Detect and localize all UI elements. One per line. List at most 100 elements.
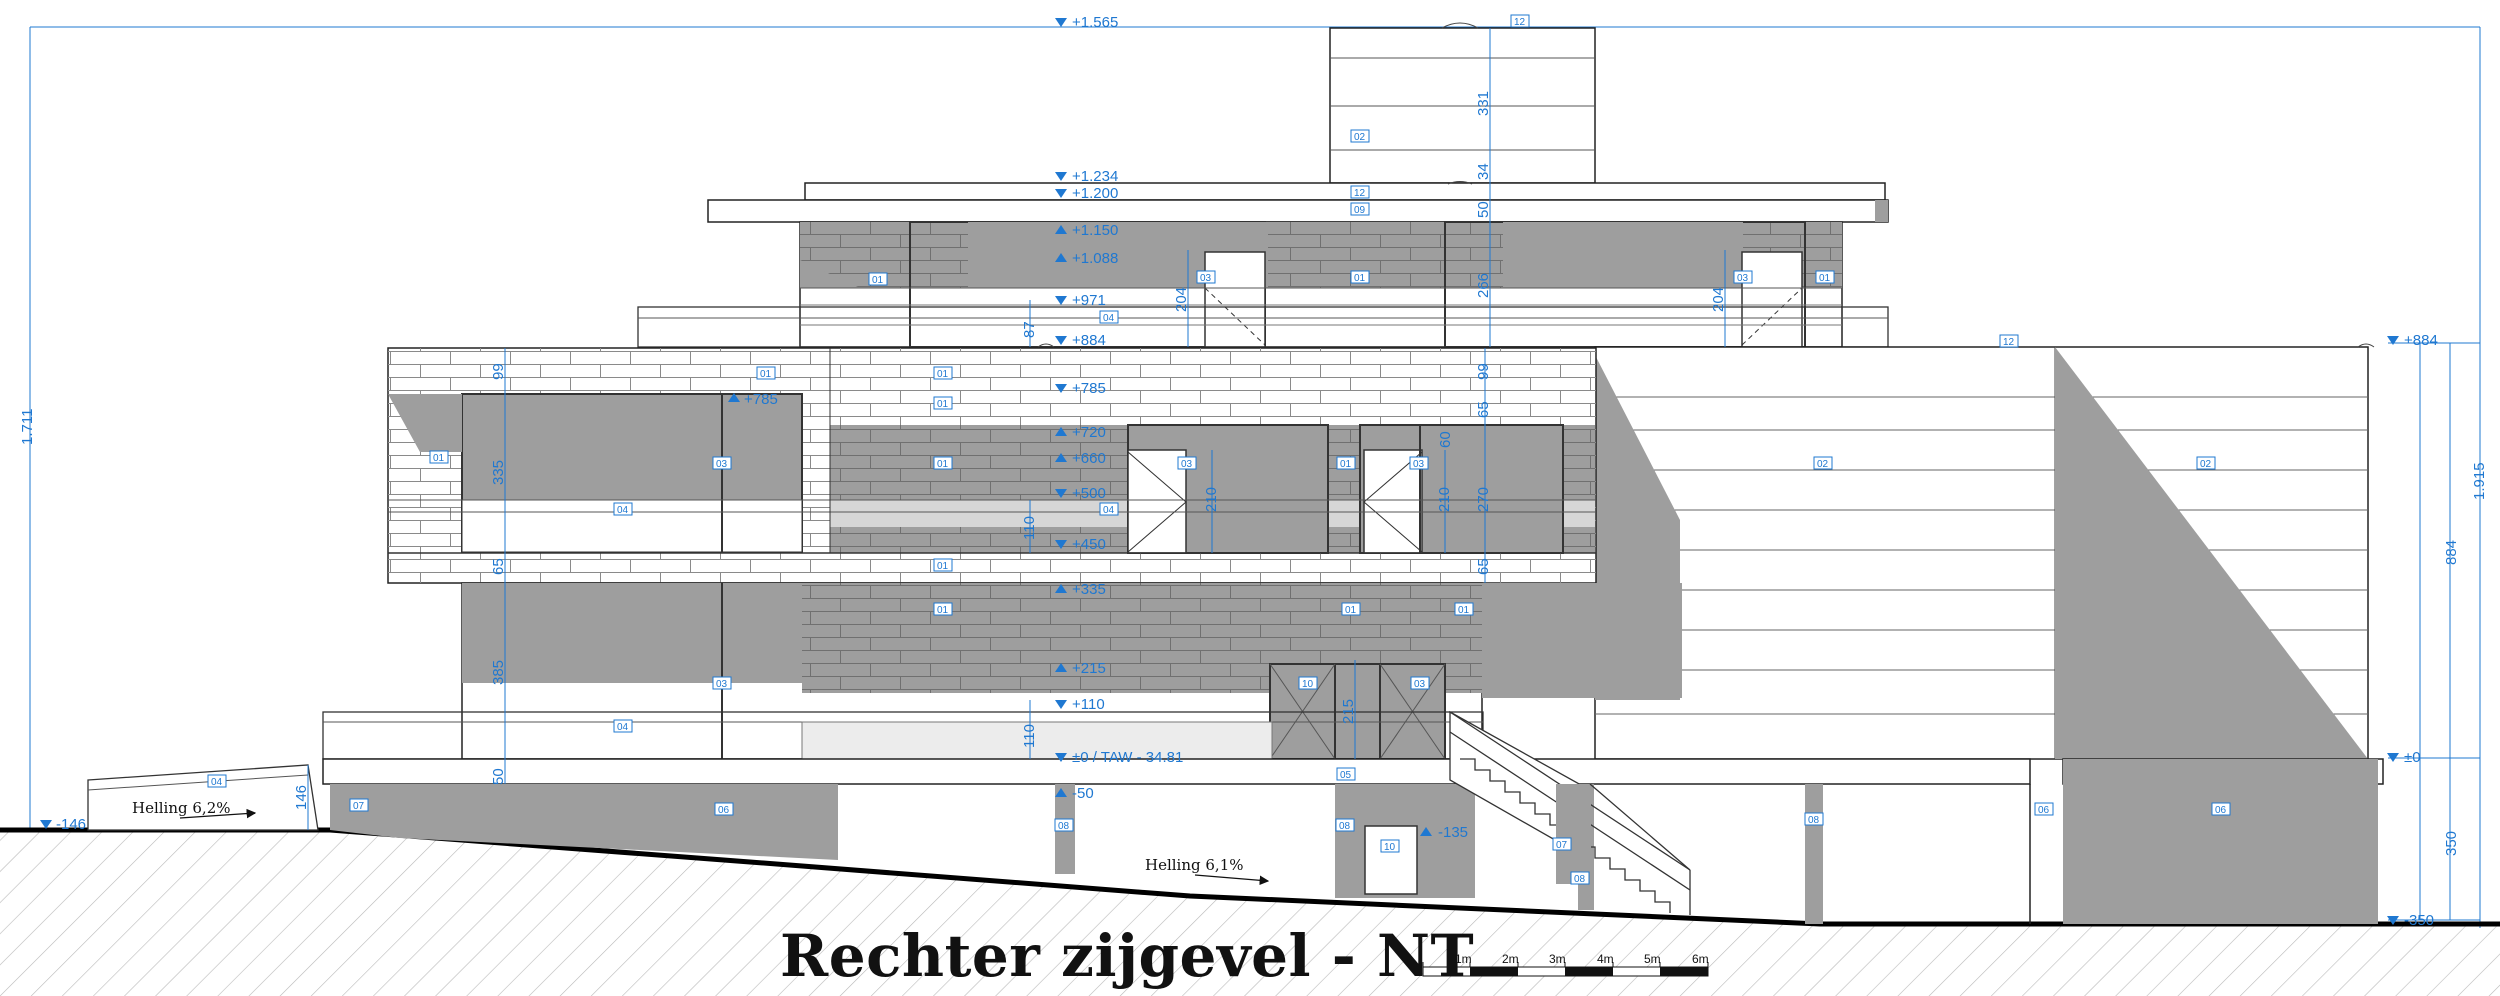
tag-03: 03 (1413, 459, 1425, 470)
ground-floor (322, 582, 1682, 760)
level-660: +660 (1072, 450, 1106, 467)
dim-350: 350 (2443, 831, 2460, 856)
tag-12: 12 (2003, 337, 2015, 348)
tag-07: 07 (1556, 840, 1568, 851)
tag-03: 03 (1200, 273, 1212, 284)
scale-3m: 3m (1549, 952, 1566, 966)
tag-03: 03 (716, 459, 728, 470)
dim-60: 60 (1437, 431, 1454, 448)
slope-right-label: Helling 6,1% (1145, 856, 1244, 874)
dim-331: 331 (1475, 91, 1492, 116)
tag-01: 01 (1345, 605, 1357, 616)
dimension-lines (307, 28, 1726, 830)
tag-02: 02 (2200, 459, 2212, 470)
tag-08: 08 (1574, 874, 1586, 885)
tag-02: 02 (1354, 132, 1366, 143)
level-1200: +1.200 (1072, 185, 1118, 202)
scale-1m: 1m (1455, 952, 1472, 966)
tag-01: 01 (937, 459, 949, 470)
tag-04: 04 (617, 722, 629, 733)
dim-884: 884 (2443, 540, 2460, 565)
tag-10: 10 (1384, 842, 1396, 853)
dim-270: 270 (1475, 487, 1492, 512)
dim-204-b: 204 (1710, 287, 1727, 312)
level-minus-350: -350 (2404, 912, 2434, 929)
scale-6m: 6m (1692, 952, 1709, 966)
ground-section (0, 830, 2500, 996)
tag-08: 08 (1339, 821, 1351, 832)
tag-01: 01 (760, 369, 772, 380)
tag-01: 01 (1458, 605, 1470, 616)
slope-left-label: Helling 6,2% (132, 799, 231, 817)
dim-204-a: 204 (1173, 287, 1190, 312)
tag-04: 04 (1103, 313, 1115, 324)
tag-07: 07 (353, 801, 365, 812)
dim-87: 87 (1021, 321, 1038, 338)
scale-2m: 2m (1502, 952, 1519, 966)
level-785: +785 (1072, 380, 1106, 397)
level-785-left: +785 (744, 391, 778, 408)
level-335: +335 (1072, 581, 1106, 598)
tag-02: 02 (1817, 459, 1829, 470)
level-minus-135: -135 (1438, 824, 1468, 841)
tag-01: 01 (433, 453, 445, 464)
tag-08: 08 (1058, 821, 1070, 832)
dim-215: 215 (1340, 699, 1357, 724)
tag-01: 01 (937, 561, 949, 572)
level-1150: +1.150 (1072, 222, 1118, 239)
drawing-title: Rechter zijgevel - NT (780, 922, 1475, 990)
dim-99-right: 99 (1475, 363, 1492, 380)
dim-146: 146 (293, 785, 310, 810)
tag-05: 05 (1340, 770, 1352, 781)
dim-50-roof: 50 (1475, 201, 1492, 218)
top-floor (799, 221, 1843, 348)
dim-210-b: 210 (1436, 487, 1453, 512)
dim-total-height: 1.711 (19, 409, 36, 445)
level-markers (40, 18, 2399, 925)
level-971: +971 (1072, 292, 1106, 309)
level-1234: +1.234 (1072, 168, 1118, 185)
exterior-stair (1449, 710, 1691, 915)
right-volume (1594, 346, 2369, 760)
tag-01: 01 (937, 605, 949, 616)
level-ground: ±0 / TAW - 34.81 (1072, 749, 1183, 766)
level-top: +1.565 (1072, 14, 1118, 31)
material-tags: 12 02 12 09 01 03 01 03 01 04 12 01 01 0… (207, 14, 2231, 885)
tag-01: 01 (872, 275, 884, 286)
dimension-labels: 1.711 1.915 884 350 146 331 34 50 266 99… (19, 91, 2488, 856)
tag-04: 04 (1103, 505, 1115, 516)
dim-65-right-bottom: 65 (1475, 558, 1492, 575)
tag-03: 03 (1181, 459, 1193, 470)
level-720: +720 (1072, 424, 1106, 441)
dim-266: 266 (1475, 273, 1492, 298)
dim-right-height: 1.915 (2471, 462, 2488, 500)
level-215: +215 (1072, 660, 1106, 677)
tag-03: 03 (1414, 679, 1426, 690)
tag-12: 12 (1514, 17, 1526, 28)
level-ground-right: ±0 (2404, 749, 2421, 766)
tag-08: 08 (1808, 815, 1820, 826)
tag-01: 01 (1340, 459, 1352, 470)
tag-01: 01 (1354, 273, 1366, 284)
plinth (87, 758, 2384, 924)
tag-01: 01 (937, 369, 949, 380)
dim-210-a: 210 (1203, 487, 1220, 512)
slope-annotations: Helling 6,2% Helling 6,1% (132, 799, 1270, 886)
tag-10: 10 (1302, 679, 1314, 690)
tag-06: 06 (718, 805, 730, 816)
dim-65-left: 65 (490, 558, 507, 575)
level-884: +884 (1072, 332, 1106, 349)
level-minus-146: -146 (56, 816, 86, 833)
level-labels: +1.565 +1.234 +1.200 +1.150 +1.088 +971 … (56, 14, 2438, 929)
vent-left (1037, 343, 1055, 348)
level-450: +450 (1072, 536, 1106, 553)
dim-99-left: 99 (490, 363, 507, 380)
scale-bar: 1m 2m 3m 4m 5m 6m (1422, 952, 1709, 977)
dim-110-lower: 110 (1021, 724, 1038, 748)
level-500: +500 (1072, 485, 1106, 502)
vent-right (2357, 343, 2375, 348)
level-884-right: +884 (2404, 332, 2438, 349)
tag-04: 04 (211, 777, 223, 788)
tag-06: 06 (2215, 805, 2227, 816)
dimension-frame (29, 26, 2481, 928)
